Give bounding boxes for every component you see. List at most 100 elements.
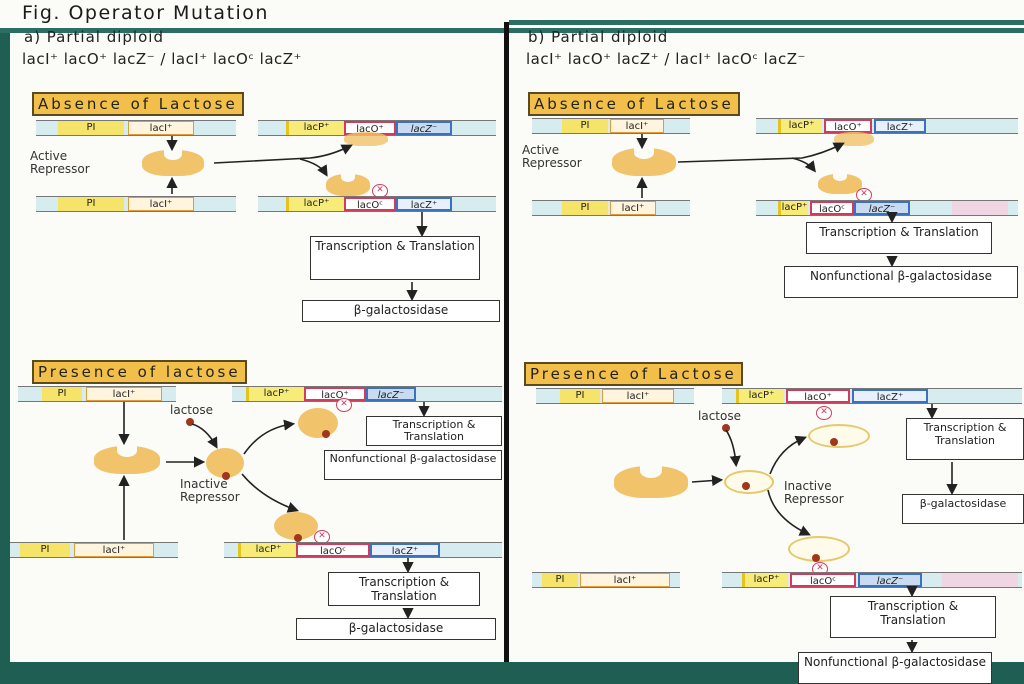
pi-promoter: PI bbox=[562, 119, 608, 133]
lacz-gene: lacZ⁺ bbox=[370, 543, 440, 557]
bound-repressor bbox=[344, 132, 388, 146]
operon-top: lacP⁺ lacO⁺ lacZ⁺ bbox=[722, 388, 1022, 404]
transcription-translation-box: Transcription & Translation bbox=[806, 222, 992, 254]
lacp-promoter: lacP⁺ bbox=[286, 197, 344, 211]
lacz-gene: lacZ⁻ bbox=[858, 573, 922, 587]
laci-gene: lacI⁺ bbox=[610, 119, 664, 133]
lacp-promoter: lacP⁺ bbox=[246, 387, 304, 401]
lacz-gene: lacZ⁺ bbox=[396, 197, 452, 211]
lacz-gene: lacZ⁻ bbox=[854, 201, 910, 215]
bound-lactose bbox=[742, 482, 750, 490]
bound-repressor bbox=[834, 132, 874, 146]
lacp-promoter: lacP⁺ bbox=[238, 543, 296, 557]
repressor-unbound bbox=[326, 172, 370, 196]
lacz-gene: lacZ⁺ bbox=[874, 119, 926, 133]
absence-banner: Absence of Lactose bbox=[32, 92, 244, 116]
laco-operator: lacO⁺ bbox=[824, 119, 872, 133]
repressor-unbound bbox=[818, 172, 862, 194]
absence-banner: Absence of Lactose bbox=[528, 92, 740, 116]
no-binding-icon: ✕ bbox=[816, 406, 832, 420]
inactive-repressor bbox=[724, 470, 774, 494]
regulator-gene-top: PI lacI⁺ bbox=[532, 118, 690, 134]
regulator-gene-bottom: PI lacI⁺ bbox=[532, 572, 680, 588]
presence-banner: Presence of Lactose bbox=[524, 362, 743, 386]
bound-lactose bbox=[322, 430, 330, 438]
pi-promoter: PI bbox=[560, 389, 600, 403]
lactose-label: lactose bbox=[698, 409, 741, 423]
laci-gene: lacI⁺ bbox=[602, 389, 674, 403]
lacz-gene: lacZ⁻ bbox=[396, 121, 452, 135]
nonfunctional-beta-galactosidase-box: Nonfunctional β-galactosidase bbox=[324, 450, 502, 480]
nonfunctional-beta-galactosidase-box: Nonfunctional β-galactosidase bbox=[784, 266, 1018, 298]
laci-gene: lacI⁺ bbox=[580, 573, 670, 587]
laco-operator: lacO⁺ bbox=[786, 389, 850, 403]
regulator-gene-top: PI lacI⁺ bbox=[36, 120, 236, 136]
operon-bottom: lacP⁺ lacOᶜ lacZ⁻ bbox=[722, 572, 1022, 588]
dna-tail bbox=[952, 201, 1008, 215]
lactose-molecule bbox=[722, 424, 730, 432]
active-repressor-label: Active Repressor bbox=[522, 143, 582, 170]
transcription-translation-box: Transcription & Translation bbox=[366, 416, 502, 446]
transcription-translation-box: Transcription & Translation bbox=[830, 596, 996, 638]
inactive-repressor-top bbox=[808, 424, 870, 448]
inactive-repressor-label: Inactive Repressor bbox=[784, 479, 844, 506]
laco-operator-constitutive: lacOᶜ bbox=[790, 573, 856, 587]
active-repressor bbox=[612, 146, 676, 176]
bound-lactose bbox=[812, 554, 820, 562]
title-bar: Fig. Operator Mutation bbox=[0, 0, 1024, 33]
transcription-translation-box: Transcription & Translation bbox=[906, 418, 1024, 460]
operon-bottom: lacP⁺ lacOᶜ lacZ⁻ bbox=[756, 200, 1018, 216]
lacz-gene: lacZ⁺ bbox=[852, 389, 928, 403]
lactose-label: lactose bbox=[170, 403, 213, 417]
no-binding-icon: ✕ bbox=[336, 398, 352, 412]
regulator-gene-bottom: PI lacI⁺ bbox=[532, 200, 690, 216]
lactose-molecule bbox=[186, 418, 194, 426]
pi-promoter: PI bbox=[58, 197, 124, 211]
lacz-gene: lacZ⁻ bbox=[366, 387, 416, 401]
bound-lactose bbox=[294, 534, 302, 542]
laco-operator: lacO⁺ bbox=[304, 387, 366, 401]
bound-lactose bbox=[830, 438, 838, 446]
laco-operator-constitutive: lacOᶜ bbox=[296, 543, 370, 557]
nonfunctional-beta-galactosidase-box: Nonfunctional β-galactosidase bbox=[798, 652, 992, 684]
active-repressor bbox=[142, 148, 204, 176]
pi-promoter: PI bbox=[42, 387, 82, 401]
transcription-translation-box: Transcription & Translation bbox=[328, 572, 480, 606]
laci-gene: lacI⁺ bbox=[610, 201, 656, 215]
beta-galactosidase-box: β-galactosidase bbox=[902, 494, 1024, 524]
panel-a: a) Partial diploid lacI⁺ lacO⁺ lacZ⁻ / l… bbox=[10, 28, 504, 662]
operon-top: lacP⁺ lacO⁺ lacZ⁺ bbox=[756, 118, 1018, 134]
regulator-gene-bottom: PI lacI⁺ bbox=[36, 196, 236, 212]
panel-divider bbox=[504, 22, 509, 662]
laco-operator-constitutive: lacOᶜ bbox=[810, 201, 854, 215]
lacp-promoter: lacP⁺ bbox=[778, 201, 808, 215]
active-repressor bbox=[614, 464, 688, 498]
bound-lactose bbox=[222, 472, 230, 480]
pi-promoter: PI bbox=[542, 573, 578, 587]
regulator-gene-top: PI lacI⁺ bbox=[536, 388, 694, 404]
panel-b-genotype: lacI⁺ lacO⁺ lacZ⁺ / lacI⁺ lacOᶜ lacZ⁻ bbox=[526, 50, 806, 68]
inactive-repressor-label: Inactive Repressor bbox=[180, 477, 240, 504]
inactive-repressor-top bbox=[298, 408, 338, 438]
panel-a-heading: a) Partial diploid bbox=[24, 28, 164, 46]
figure-title: Fig. Operator Mutation bbox=[22, 2, 269, 24]
beta-galactosidase-box: β-galactosidase bbox=[302, 300, 500, 322]
operon-bottom: lacP⁺ lacOᶜ lacZ⁺ bbox=[224, 542, 502, 558]
regulator-gene-bottom: PI lacI⁺ bbox=[10, 542, 178, 558]
frame-band bbox=[509, 20, 1024, 25]
pi-promoter: PI bbox=[58, 121, 124, 135]
panel-a-genotype: lacI⁺ lacO⁺ lacZ⁻ / lacI⁺ lacOᶜ lacZ⁺ bbox=[22, 50, 302, 68]
operon-bottom: lacP⁺ lacOᶜ lacZ⁺ bbox=[258, 196, 496, 212]
pi-promoter: PI bbox=[562, 201, 608, 215]
panel-b: b) Partial diploid lacI⁺ lacO⁺ lacZ⁺ / l… bbox=[512, 28, 1024, 684]
laci-gene: lacI⁺ bbox=[74, 543, 154, 557]
laci-gene: lacI⁺ bbox=[128, 197, 194, 211]
operon-top: lacP⁺ lacO⁺ lacZ⁻ bbox=[232, 386, 502, 402]
laci-gene: lacI⁺ bbox=[86, 387, 162, 401]
dna-tail bbox=[942, 573, 1018, 587]
active-repressor bbox=[94, 444, 160, 474]
regulator-gene-top: PI lacI⁺ bbox=[18, 386, 176, 402]
laco-operator-constitutive: lacOᶜ bbox=[344, 197, 396, 211]
lacp-promoter: lacP⁺ bbox=[736, 389, 784, 403]
pi-promoter: PI bbox=[20, 543, 70, 557]
